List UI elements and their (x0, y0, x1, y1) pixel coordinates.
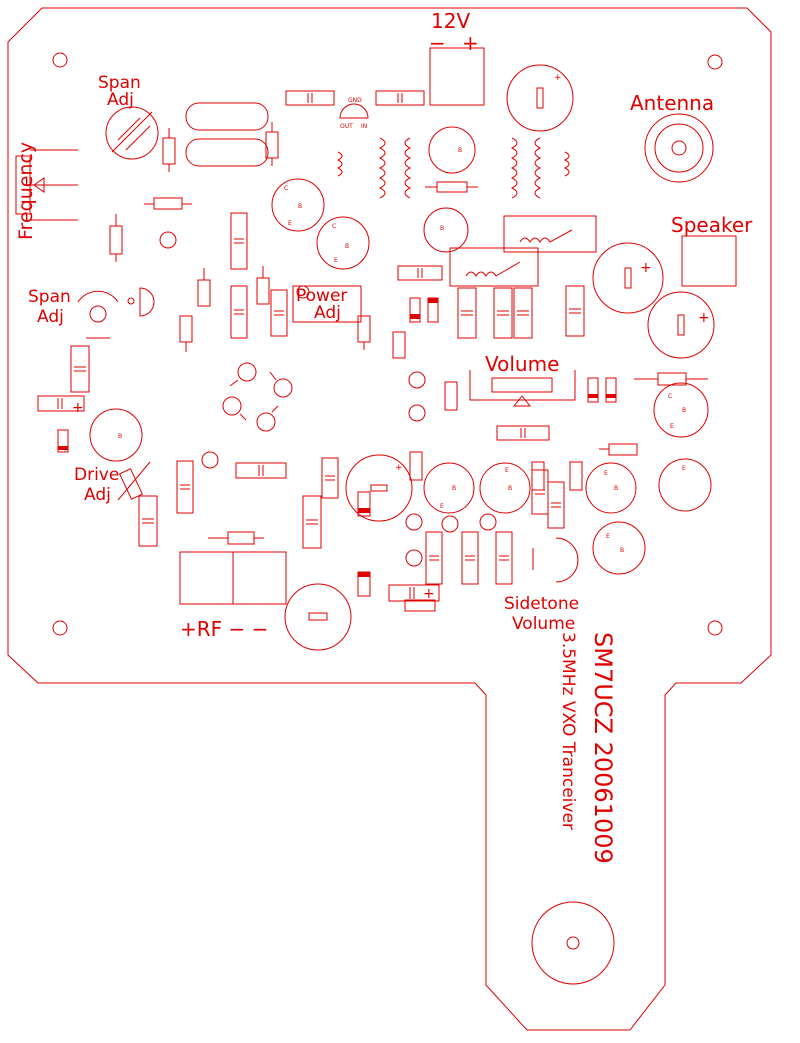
svg-text:B: B (620, 547, 624, 554)
svg-text:B: B (682, 407, 686, 414)
label-power-adj-1: Power (296, 286, 347, 306)
label-power-adj-2: Adj (314, 303, 341, 323)
volume-pot: Volume (469, 352, 576, 407)
svg-text:E: E (505, 467, 509, 474)
svg-text:C: C (284, 185, 288, 192)
label-12v-minus: − (429, 31, 446, 55)
svg-text:C: C (668, 393, 672, 400)
antenna-connector: Antenna (630, 91, 714, 183)
label-drive-adj-2: Adj (84, 485, 111, 505)
speaker-connector: Speaker (671, 213, 753, 287)
svg-text:E: E (682, 465, 686, 472)
svg-text:E: E (670, 423, 674, 430)
transistor-pin-letters: C B E C B E B B B C B E B E E B B E E B … (118, 147, 686, 554)
label-drive-adj-1: Drive (74, 465, 119, 485)
handle-hole (531, 901, 615, 985)
label-12v-plus: + (462, 31, 479, 55)
label-frequency: Frequency (15, 142, 37, 240)
voltage-regulator: GND OUT IN (339, 97, 369, 130)
svg-text:+: + (554, 73, 562, 83)
svg-text:B: B (458, 147, 462, 154)
mounting-holes (52, 52, 723, 985)
svg-text:C: C (332, 223, 336, 230)
svg-text:E: E (440, 503, 444, 510)
svg-text:+: + (395, 463, 403, 473)
label-sidetone-2: Volume (512, 614, 575, 634)
reg-out-label: OUT (340, 123, 353, 130)
reg-in-label: IN (361, 123, 367, 130)
callsign-text: SM7UCZ 20061009 (589, 632, 617, 864)
sidetone-volume-trimmer: Sidetone Volume (504, 537, 579, 634)
filter-coils (449, 215, 597, 287)
capacitor-plus-marks: + + + + + + (72, 73, 710, 602)
label-span-adj-left-2: Adj (37, 307, 64, 327)
reg-gnd-label: GND (348, 97, 362, 104)
svg-text:E: E (288, 220, 292, 227)
svg-text:E: E (604, 470, 608, 477)
power-connector-12v: 12V − + (429, 9, 485, 106)
film-capacitors (37, 90, 585, 602)
transistors (89, 126, 712, 575)
svg-text:+: + (640, 260, 652, 276)
label-12v: 12V (431, 9, 470, 33)
label-span-adj-left-1: Span (28, 287, 71, 307)
svg-text:B: B (452, 485, 456, 492)
label-volume: Volume (485, 352, 559, 376)
label-span-adj-top-2: Adj (107, 90, 134, 110)
drive-adj-trimmer: Drive Adj (74, 461, 151, 505)
svg-text:B: B (298, 203, 302, 210)
label-span-adj-top-1: Span (98, 73, 141, 93)
power-adj-trimmer: Power Adj (292, 285, 362, 323)
label-antenna: Antenna (630, 91, 714, 115)
svg-text:+: + (698, 310, 710, 326)
pads (127, 231, 497, 567)
quad-pad-cluster (222, 362, 293, 432)
inductors (336, 137, 570, 199)
resistors (109, 122, 708, 612)
rf-connector: +RF − − (179, 551, 287, 641)
svg-text:E: E (334, 257, 338, 264)
svg-text:B: B (440, 225, 444, 232)
span-adj-trimmer-top: Span Adj (98, 73, 159, 160)
description-text: 3.5MHz VXO Tranceiver (558, 632, 578, 830)
crystals (185, 102, 269, 167)
svg-text:B: B (614, 485, 618, 492)
label-rf: +RF − − (180, 617, 268, 641)
svg-text:+: + (72, 400, 84, 416)
electrolytic-capacitors (284, 64, 715, 651)
svg-text:B: B (118, 433, 122, 440)
svg-text:B: B (345, 243, 349, 250)
label-speaker: Speaker (671, 213, 753, 237)
svg-text:E: E (606, 533, 610, 540)
label-sidetone-1: Sidetone (504, 594, 579, 614)
frequency-pot-connector: Frequency (15, 142, 78, 240)
span-adj-trimmer-left: Span Adj (28, 287, 119, 339)
svg-text:+: + (423, 586, 435, 602)
diodes (57, 297, 617, 597)
board-outline (7, 7, 772, 1031)
svg-text:B: B (508, 485, 512, 492)
